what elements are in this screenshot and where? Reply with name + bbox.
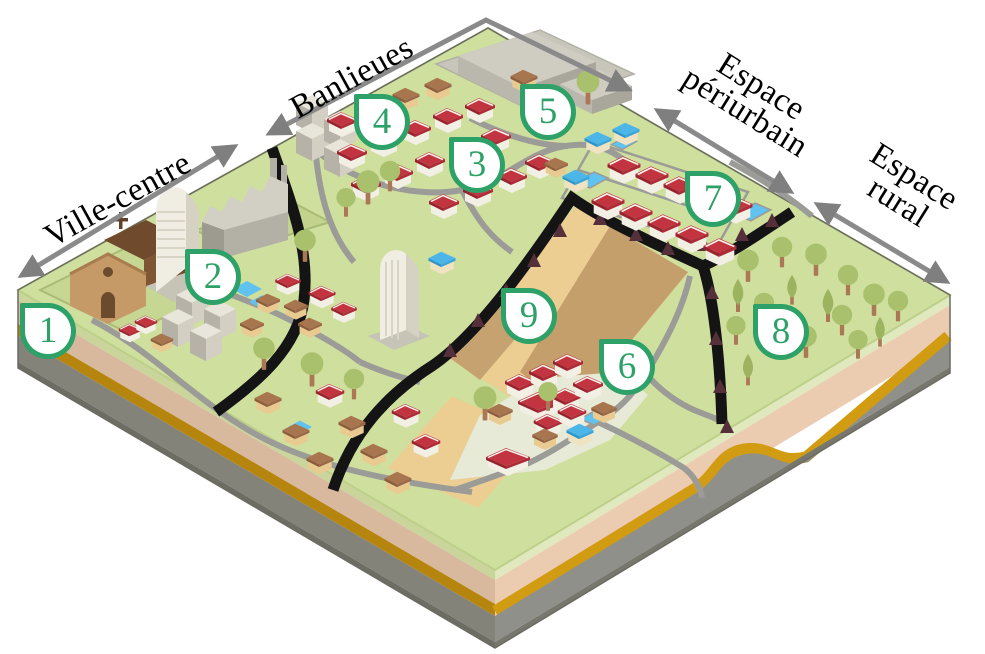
badge-number: 2 — [203, 255, 223, 297]
badge-7: 7 — [685, 171, 741, 227]
badge-4: 4 — [354, 94, 410, 150]
badge-9: 9 — [501, 288, 557, 344]
badge-number: 3 — [467, 143, 487, 185]
badge-number: 4 — [372, 100, 392, 142]
badge-number: 7 — [703, 177, 723, 219]
banlieues-arrow — [265, 17, 633, 136]
badge-number: 9 — [519, 294, 539, 336]
badge-8: 8 — [753, 304, 809, 360]
badge-2: 2 — [185, 249, 241, 305]
zone-arrows — [17, 17, 951, 284]
badge-6: 6 — [599, 339, 655, 395]
terrain-block — [15, 26, 952, 649]
badge-1: 1 — [20, 303, 76, 359]
badge-number: 5 — [538, 90, 558, 132]
badge-number: 8 — [771, 310, 791, 352]
badge-3: 3 — [449, 137, 505, 193]
highrise-icon — [368, 250, 430, 350]
badge-5: 5 — [520, 84, 576, 140]
ville-centre-arrow — [17, 144, 239, 278]
espace-periurbain-arrow — [653, 108, 795, 194]
badge-number: 6 — [617, 345, 637, 387]
espace-rural-arrow — [813, 202, 951, 284]
badge-number: 1 — [38, 309, 58, 351]
